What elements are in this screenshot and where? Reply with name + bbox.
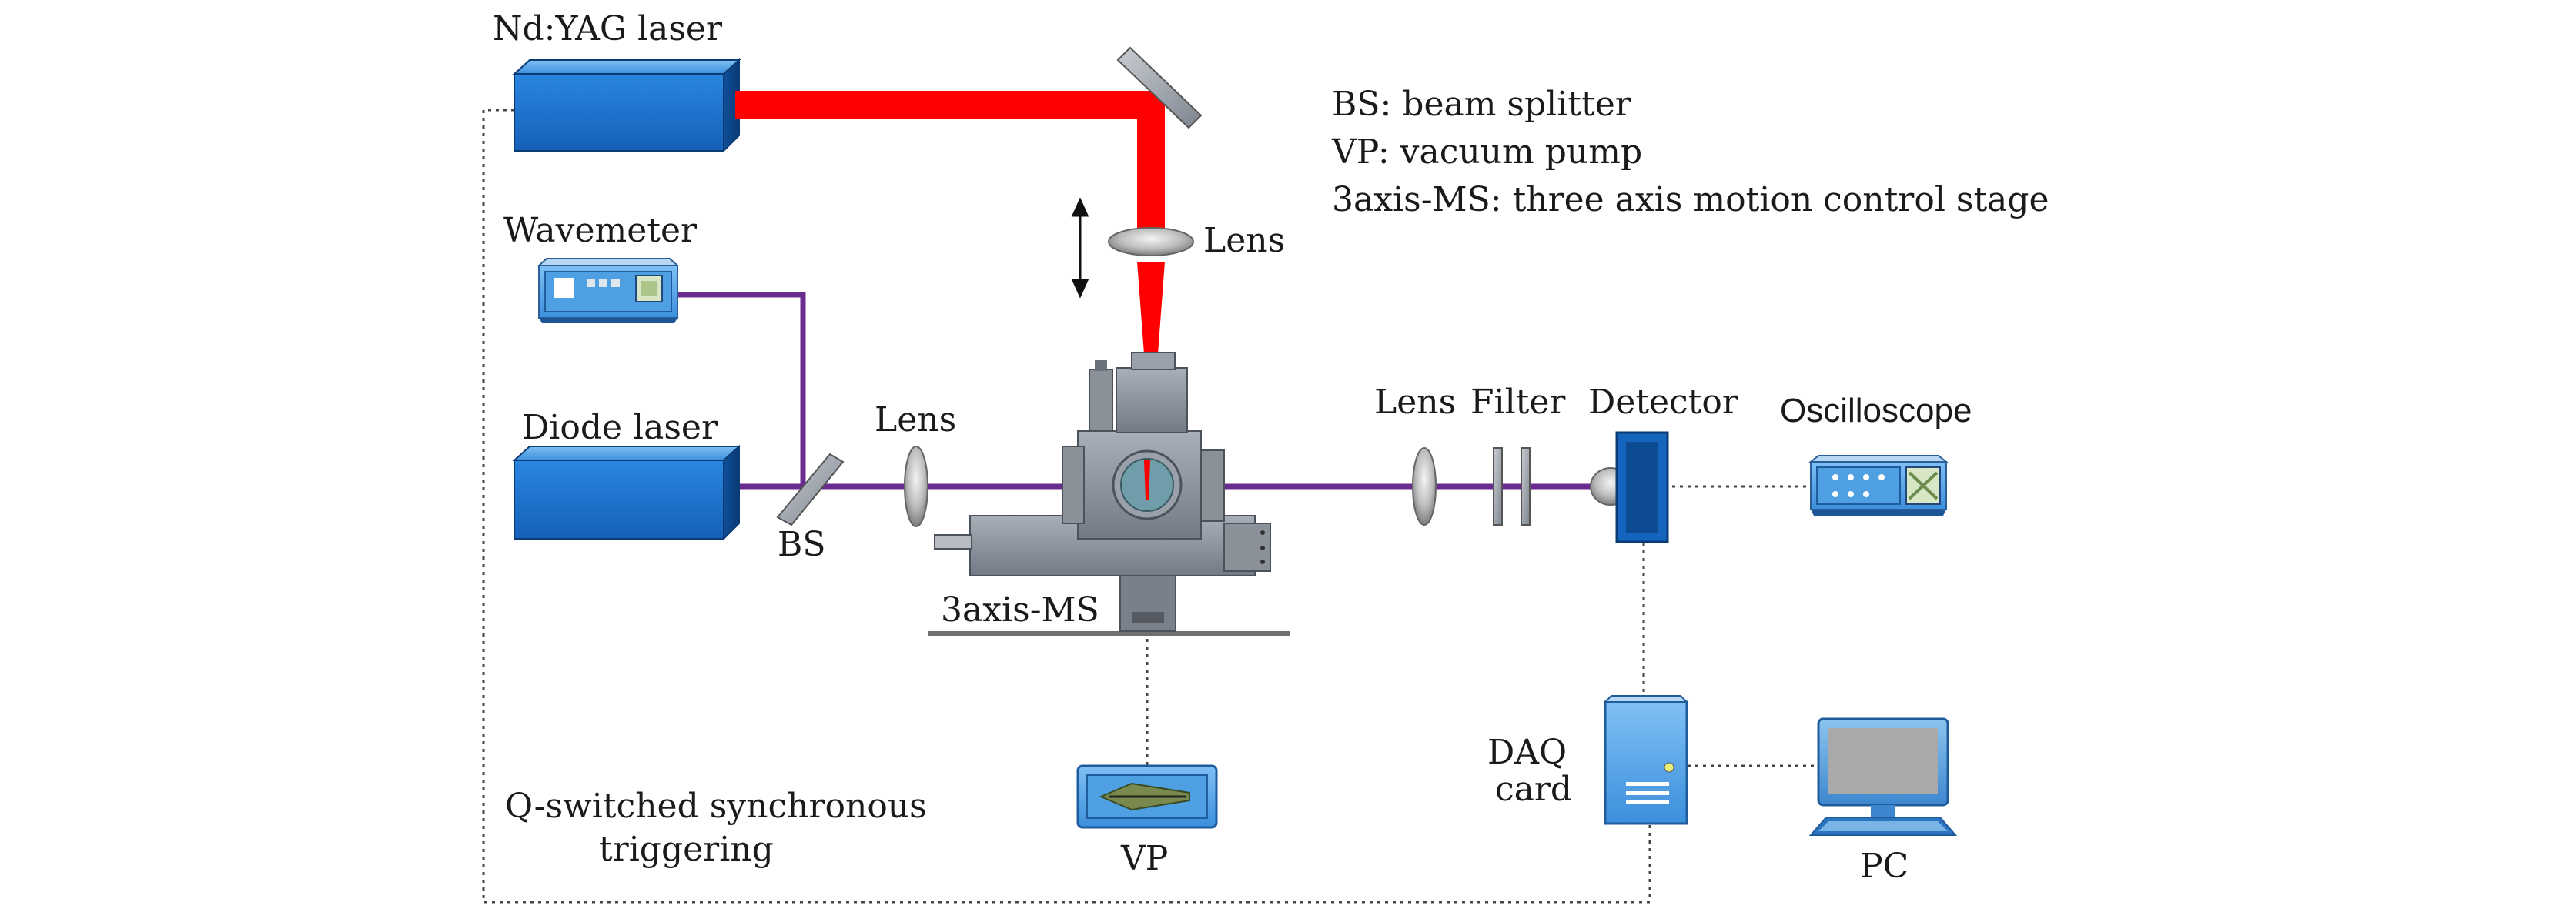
label-stage: 3axis-MS — [941, 590, 1099, 630]
detector — [1590, 431, 1669, 543]
label-daq-line1: DAQ — [1487, 733, 1567, 772]
label-detector: Detector — [1588, 383, 1739, 422]
label-ndyag-laser: Nd:YAG laser — [493, 9, 723, 48]
label-diode-laser: Diode laser — [522, 408, 718, 447]
legend-item-bs: BS: beam splitter — [1332, 85, 1632, 124]
oscilloscope — [1808, 455, 1949, 516]
wavemeter — [537, 258, 680, 323]
label-filter: Filter — [1470, 383, 1566, 422]
filter — [1493, 447, 1531, 526]
lens-top — [1108, 227, 1194, 256]
daq-card — [1603, 695, 1689, 825]
vacuum-pump — [1076, 764, 1218, 829]
label-pc: PC — [1860, 847, 1909, 886]
label-lens-left: Lens — [875, 400, 956, 439]
ndyag-laser — [512, 58, 741, 153]
daq-signal-line — [1642, 543, 1818, 767]
label-vp: VP — [1120, 839, 1168, 878]
turning-mirror — [1116, 46, 1203, 129]
label-wavemeter: Wavemeter — [503, 211, 698, 250]
label-trigger-line2: triggering — [599, 830, 774, 869]
label-oscilloscope: Oscilloscope — [1780, 392, 1972, 429]
legend-item-vp: VP: vacuum pump — [1331, 132, 1642, 172]
label-lens-top: Lens — [1203, 221, 1285, 260]
pc — [1808, 717, 1958, 836]
pump-laser-beam — [735, 91, 1165, 354]
beam-splitter — [776, 453, 845, 526]
label-daq-line2: card — [1495, 770, 1572, 809]
legend: BS: beam splitter VP: vacuum pump 3axis-… — [1331, 85, 2049, 219]
lens-left — [904, 446, 928, 527]
translation-arrow — [1071, 197, 1089, 299]
label-lens-right: Lens — [1374, 383, 1456, 422]
diode-laser — [512, 444, 741, 541]
label-trigger-line1: Q-switched synchronous — [505, 787, 927, 826]
lens-right — [1412, 447, 1437, 526]
legend-item-stage: 3axis-MS: three axis motion control stag… — [1332, 180, 2049, 219]
vacuum-chamber — [928, 352, 1290, 636]
label-bs: BS — [778, 525, 825, 564]
